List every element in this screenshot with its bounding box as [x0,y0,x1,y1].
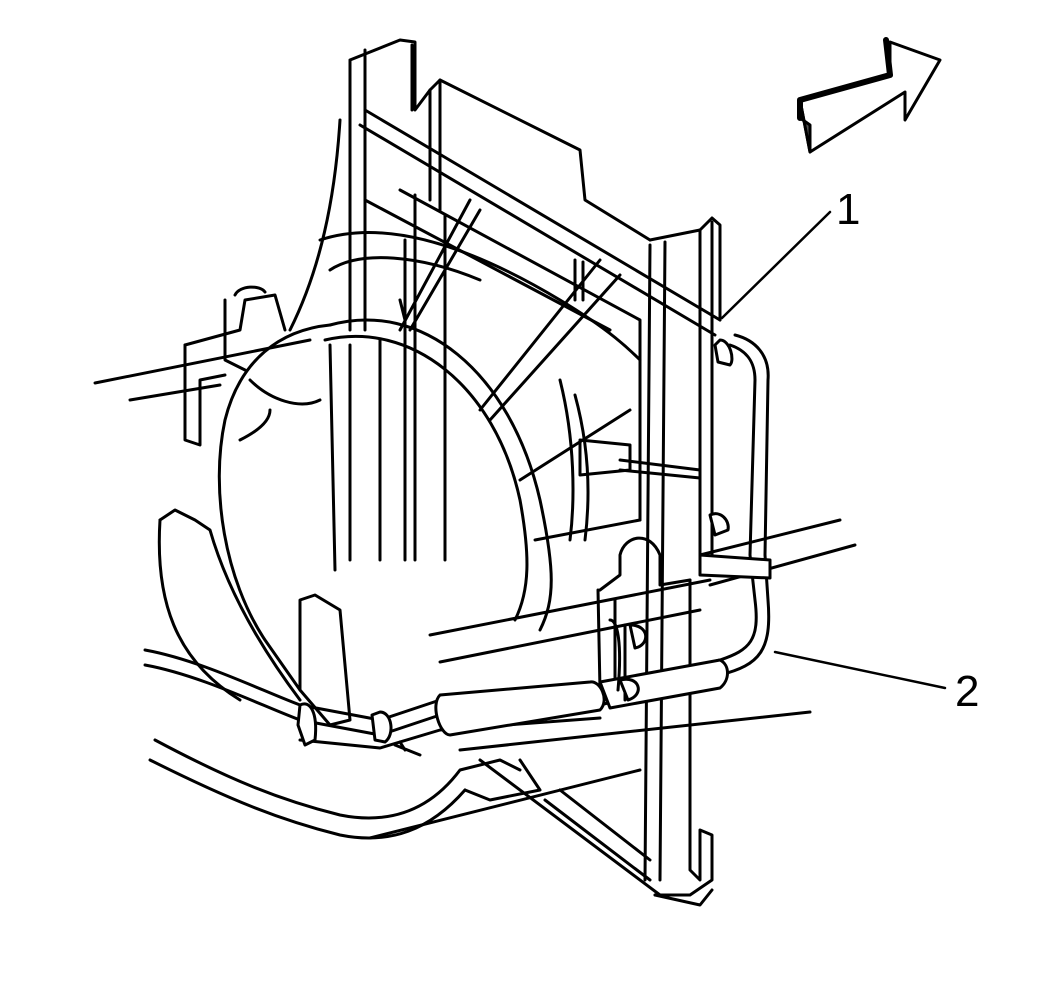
leader-line-1 [722,212,830,318]
frame-crossmember [350,40,720,560]
leader-line-2 [775,652,945,688]
skid-shield [150,510,710,838]
forward-arrow-icon [800,40,940,152]
left-bracket [95,287,310,445]
frame-rail-vertical [480,218,720,905]
callout-label-1: 1 [836,185,861,234]
callout-label-2: 2 [955,667,980,716]
fuel-lines [145,335,770,755]
fuel-tank [219,120,640,690]
